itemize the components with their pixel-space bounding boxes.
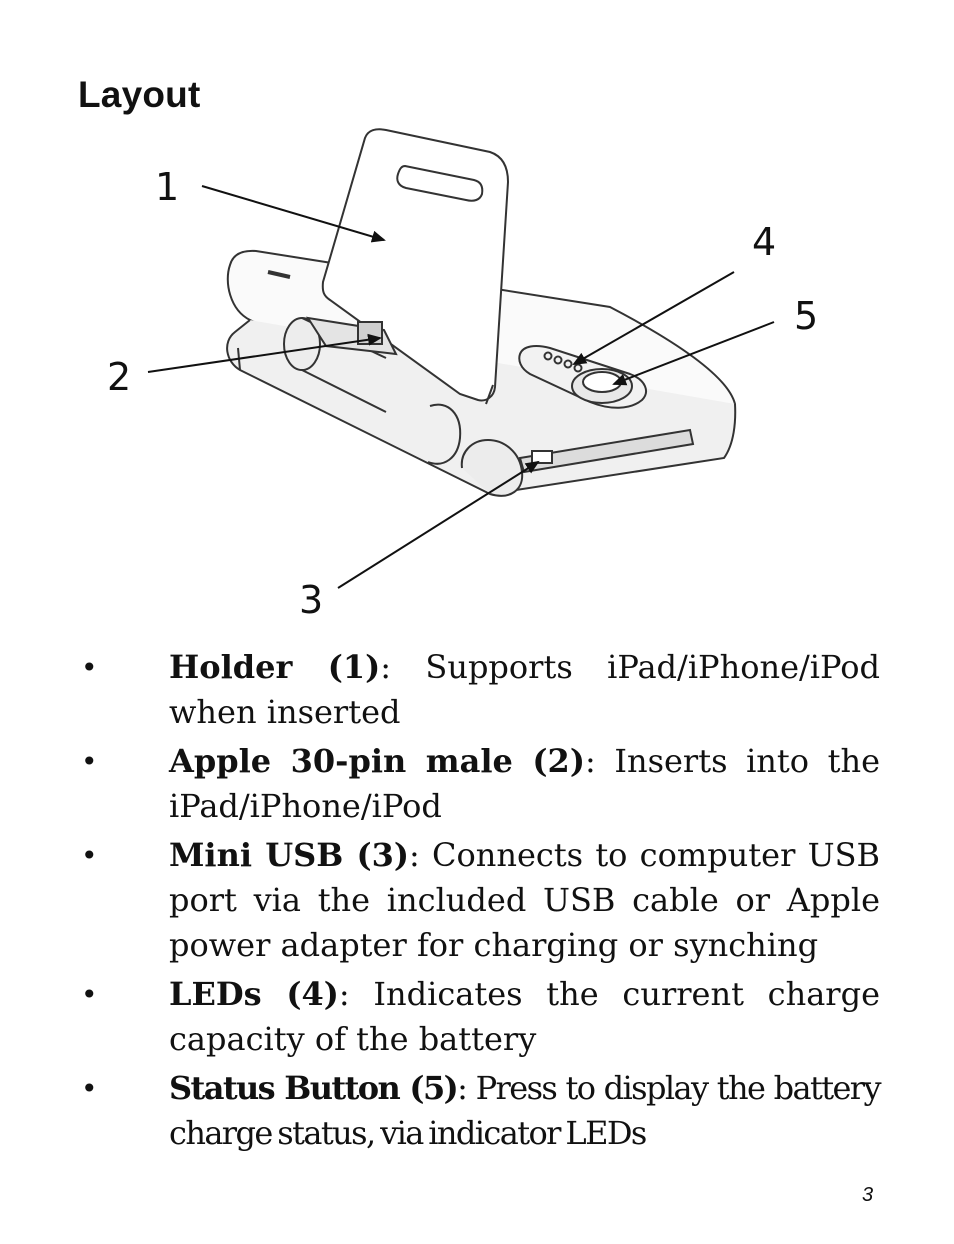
callout-leaders [147, 185, 775, 589]
leader-holder [201, 185, 386, 243]
leader-mini-usb [337, 460, 540, 589]
leader-leds [572, 271, 735, 365]
list-item: • Apple 30-pin male (2): Inserts into the… [78, 739, 880, 829]
item-separator: : [408, 836, 420, 874]
list-item: • Mini USB (3): Connects to computer USB … [78, 833, 880, 968]
bullet: • [81, 839, 98, 872]
list-item: • Status Button (5): Press to display the… [78, 1066, 882, 1156]
item-term: Apple 30-pin male (2) [169, 742, 585, 780]
battery-device-illustration [226, 128, 737, 497]
feature-list: • Holder (1): Supports iPad/iPhone/iPod w… [78, 645, 882, 1160]
item-description: Supports iPad/iPhone/iPod when inserted [169, 648, 880, 731]
item-separator: : [457, 1069, 468, 1107]
bullet: • [81, 651, 98, 684]
bullet: • [81, 1072, 98, 1105]
item-description: Connects to computer USB port via the in… [169, 836, 880, 964]
callout-label-4: 4 [752, 220, 776, 264]
item-description: Press to display the battery charge stat… [169, 1069, 882, 1152]
page-number: 3 [862, 1184, 874, 1206]
item-term: LEDs (4) [169, 975, 339, 1013]
callout-label-1: 1 [155, 165, 179, 209]
item-term: Mini USB (3) [169, 836, 409, 874]
device-diagram: 1 2 3 4 5 [107, 128, 818, 622]
item-term: Status Button (5) [169, 1069, 459, 1107]
page-title: Layout [78, 74, 201, 115]
callout-label-3: 3 [299, 578, 323, 622]
item-separator: : [380, 648, 392, 686]
callout-label-5: 5 [794, 294, 818, 338]
item-description: Inserts into the iPad/iPhone/iPod [169, 742, 881, 825]
item-description: Indicates the current charge capacity of… [169, 975, 880, 1058]
callout-label-2: 2 [107, 355, 131, 399]
leader-status-button [612, 321, 775, 386]
bullet: • [81, 745, 98, 778]
bullet: • [81, 978, 98, 1011]
list-item: • Holder (1): Supports iPad/iPhone/iPod w… [78, 645, 880, 735]
item-separator: : [338, 975, 350, 1013]
list-item: • LEDs (4): Indicates the current charge … [78, 972, 880, 1062]
item-separator: : [584, 742, 596, 780]
leader-dock-connector [147, 333, 382, 373]
item-term: Holder (1) [169, 648, 381, 686]
